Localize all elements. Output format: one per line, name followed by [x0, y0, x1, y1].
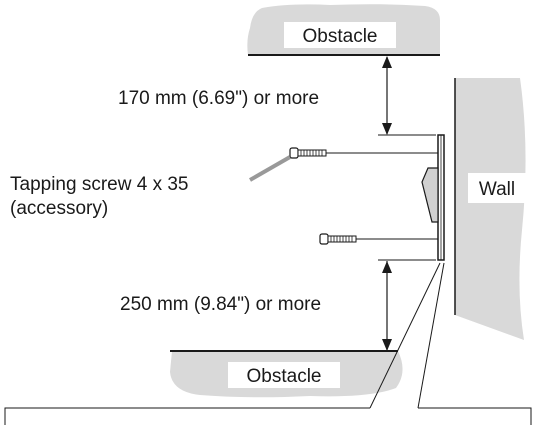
- tapping-screw-icon: [289, 147, 438, 159]
- detail-frame-top-right: [418, 407, 532, 425]
- bottom-clearance-dimension: [378, 259, 436, 351]
- bottom-dim-arrow-up: [382, 261, 392, 273]
- top-clearance-dimension: [378, 56, 436, 136]
- bracket-hook: [421, 167, 439, 223]
- wall: Wall: [454, 78, 526, 340]
- obstacle-bottom-label-box: [228, 362, 340, 388]
- callout-line-left: [369, 262, 441, 409]
- indoor-unit-bracket-icon: [421, 134, 445, 261]
- obstacle-bottom: Obstacle: [170, 350, 403, 398]
- screw-label-line1: Tapping screw 4 x 35: [10, 174, 189, 195]
- top-dim-arrow-up: [382, 56, 392, 68]
- wall-label-box: [468, 173, 526, 203]
- zoom-callout: [4, 262, 532, 425]
- bottom-clearance-label: 250 mm (9.84") or more: [120, 294, 321, 315]
- obstacle-top-label: Obstacle: [303, 26, 378, 47]
- screw-label-line2: (accessory): [10, 198, 108, 219]
- obstacle-top: Obstacle: [247, 4, 440, 56]
- tapping-screw-icon: [319, 233, 438, 245]
- wall-shape: [455, 78, 526, 340]
- top-clearance-label: 170 mm (6.69") or more: [118, 88, 319, 109]
- detail-frame-top: [4, 407, 370, 425]
- obstacle-top-label-box: [284, 22, 396, 48]
- bottom-dim-arrow-down: [382, 339, 392, 351]
- callout-line-right: [417, 262, 445, 409]
- screw-leader: [249, 155, 291, 182]
- wall-label: Wall: [479, 179, 515, 200]
- top-dim-arrow-down: [382, 123, 392, 135]
- obstacle-bottom-label: Obstacle: [247, 366, 322, 387]
